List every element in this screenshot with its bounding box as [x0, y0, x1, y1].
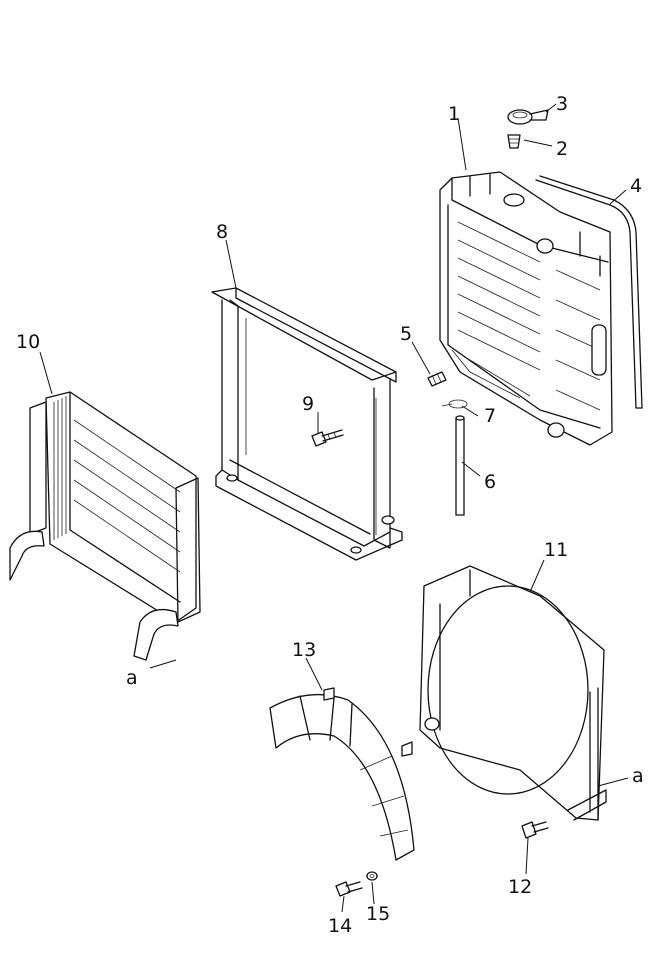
callout-14: 14: [328, 915, 352, 937]
callouts: 1 2 3 4 5 6 7 8 9 10 11 12 13 14 15 a a: [16, 93, 644, 937]
callout-15: 15: [366, 903, 390, 925]
callout-1: 1: [448, 103, 460, 125]
ref-a-left: a: [126, 667, 138, 689]
callout-8: 8: [216, 221, 228, 243]
filler-neck: [507, 134, 521, 149]
fan-guard: [269, 687, 415, 861]
callout-13: 13: [292, 639, 316, 661]
drain-cock: [427, 371, 447, 387]
oil-cooler: [9, 391, 201, 661]
callout-4: 4: [630, 175, 642, 197]
clip: [441, 399, 468, 409]
callout-3: 3: [556, 93, 568, 115]
radiator-frame: [211, 287, 403, 561]
callout-2: 2: [556, 138, 568, 160]
callout-10: 10: [16, 331, 40, 353]
callout-7: 7: [484, 405, 496, 427]
bolt-9: [311, 429, 344, 447]
leader-lines: [39, 103, 629, 913]
callout-5: 5: [400, 323, 412, 345]
fan-shroud: [419, 565, 607, 821]
drain-pipe: [455, 415, 465, 516]
callout-11: 11: [544, 539, 568, 561]
callout-6: 6: [484, 471, 496, 493]
callout-9: 9: [302, 393, 314, 415]
bolt-14: [335, 881, 363, 897]
radiator: [439, 171, 613, 446]
ref-a-right: a: [632, 765, 644, 787]
bolt-12: [521, 821, 549, 839]
radiator-cap: [507, 109, 549, 125]
washer-15: [366, 871, 378, 881]
callout-12: 12: [508, 876, 532, 898]
